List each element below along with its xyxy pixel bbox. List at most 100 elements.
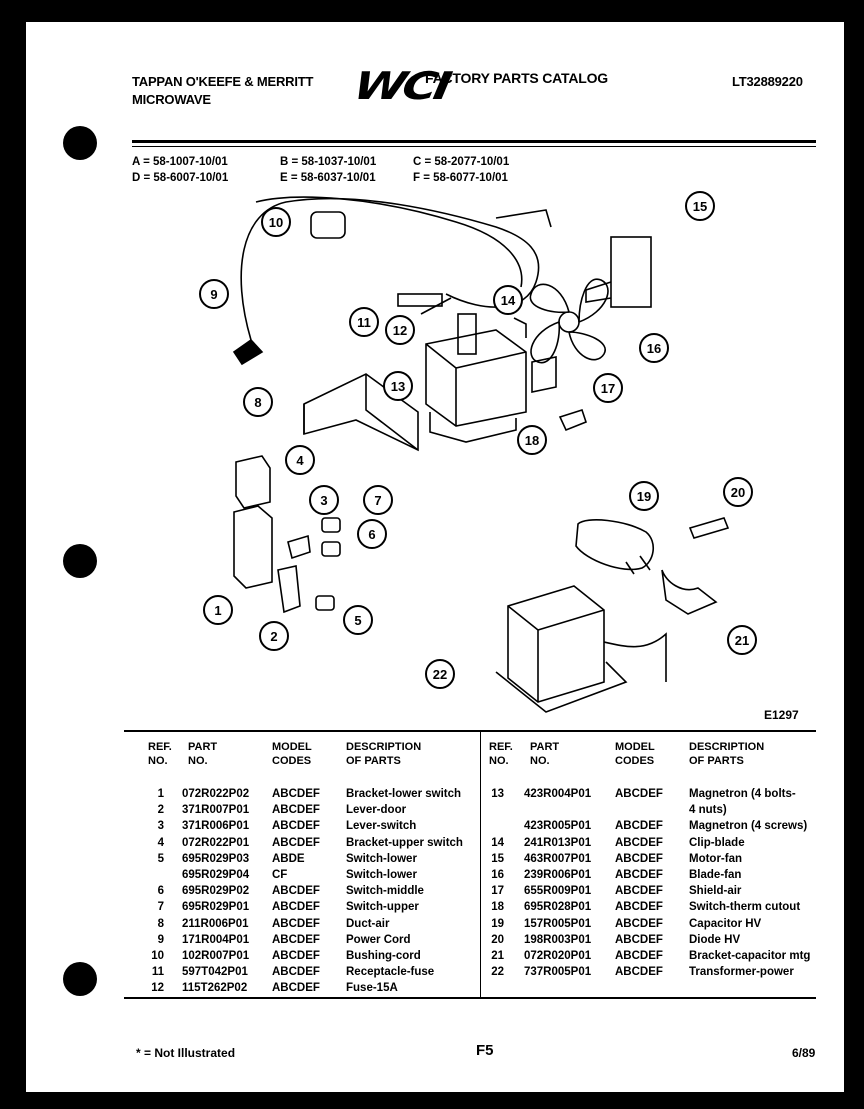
capacitor-bracket <box>661 569 718 615</box>
description-cell: Power Cord <box>346 933 411 946</box>
description-cell: Fuse-15A <box>346 982 398 995</box>
ref-cell: 7 <box>157 901 164 914</box>
part-number-cell: 371R007P01 <box>182 804 250 817</box>
power-cord <box>240 197 540 341</box>
callout-4: 4 <box>285 445 315 475</box>
part-number-cell: 072R022P02 <box>182 788 250 800</box>
callout-label: 8 <box>254 395 261 410</box>
model-codes-cell: ABCDEF <box>615 950 663 962</box>
callout-label: 1 <box>214 603 221 618</box>
model-code-f: F = 58-6077-10/01 <box>413 172 508 184</box>
callout-12: 12 <box>385 315 415 345</box>
company-name: TAPPAN O'KEEFE & MERRITT <box>132 74 314 89</box>
callout-9: 9 <box>199 279 229 309</box>
callout-22: 22 <box>425 659 455 689</box>
callout-label: 19 <box>637 489 651 504</box>
cord-bushing <box>310 211 346 239</box>
ref-cell: 18 <box>491 901 504 914</box>
ref-cell: 10 <box>151 950 164 962</box>
model-codes-cell: ABCDEF <box>615 869 663 881</box>
ref-cell: 14 <box>491 836 504 849</box>
callout-16: 16 <box>639 333 669 363</box>
ref-cell: 16 <box>491 869 504 881</box>
lower-switch <box>315 595 335 611</box>
model-codes-cell: ABCDEF <box>272 966 320 979</box>
table-row: 20 198R003P01 ABCDEF Diode HV <box>26 932 844 948</box>
part-number-cell: 737R005P01 <box>524 966 592 979</box>
part-number-cell: 198R003P01 <box>524 933 592 946</box>
description-cell: Switch-middle <box>346 885 424 898</box>
ref-cell: 20 <box>491 933 504 946</box>
part-number-cell: 115T262P02 <box>182 982 248 995</box>
model-codes-cell: ABDE <box>272 852 305 865</box>
model-codes-cell: ABCDEF <box>615 901 663 914</box>
description-cell: Blade-fan <box>689 869 742 881</box>
ref-cell: 4 <box>157 836 164 849</box>
model-codes-cell: ABCDEF <box>272 885 320 898</box>
description-cell: Diode HV <box>689 933 741 946</box>
ref-cell: 9 <box>157 933 164 946</box>
part-number-cell: 695R029P03 <box>182 852 250 865</box>
air-shield <box>531 356 557 393</box>
table-row: 4 072R022P01 ABCDEF Bracket-upper switch <box>26 835 844 851</box>
power-transformer <box>507 585 605 703</box>
callout-15: 15 <box>685 191 715 221</box>
model-codes-cell: ABCDEF <box>272 933 320 946</box>
callout-label: 21 <box>735 633 749 648</box>
ref-cell: 21 <box>491 950 504 962</box>
description-cell: Receptacle-fuse <box>346 966 435 979</box>
callout-20: 20 <box>723 477 753 507</box>
fan-blade <box>529 278 609 364</box>
callout-label: 15 <box>693 199 707 214</box>
table-center-divider <box>480 730 481 998</box>
hv-capacitor <box>575 519 654 571</box>
model-codes-cell: ABCDEF <box>615 885 663 898</box>
model-codes-cell: ABCDEF <box>615 917 663 930</box>
description-cell: Switch-lower <box>346 852 417 865</box>
callout-8: 8 <box>243 387 273 417</box>
model-codes-cell: ABCDEF <box>615 836 663 849</box>
model-codes-cell: CF <box>272 869 288 881</box>
ref-cell: 3 <box>157 820 164 833</box>
cord-lead <box>495 209 552 228</box>
upper-switch <box>321 517 341 533</box>
ref-cell: 1 <box>157 788 164 800</box>
part-number-cell: 072R022P01 <box>182 836 250 849</box>
table-bottom-rule <box>124 997 816 999</box>
ref-cell: 11 <box>151 966 164 979</box>
binder-hole-middle <box>63 544 97 578</box>
model-codes-cell: ABCDEF <box>272 820 320 833</box>
part-number-cell: 463R007P01 <box>524 852 592 865</box>
blade-clip <box>513 317 527 338</box>
part-number-cell: 371R006P01 <box>182 820 250 833</box>
callout-label: 10 <box>269 215 283 230</box>
product-name: MICROWAVE <box>132 92 211 107</box>
callout-label: 12 <box>393 323 407 338</box>
description-cell: Bracket-upper switch <box>346 836 463 849</box>
description-cell: Magnetron (4 bolts- <box>689 788 796 800</box>
door-lever <box>277 565 301 614</box>
model-codes-cell: ABCDEF <box>272 917 320 930</box>
ref-cell: 19 <box>491 917 504 930</box>
callout-label: 5 <box>354 613 361 628</box>
ref-cell: 15 <box>491 852 504 865</box>
model-codes-cell: ABCDEF <box>615 788 663 800</box>
lower-switch-bracket <box>233 505 273 589</box>
description-cell: Lever-door <box>346 804 407 817</box>
